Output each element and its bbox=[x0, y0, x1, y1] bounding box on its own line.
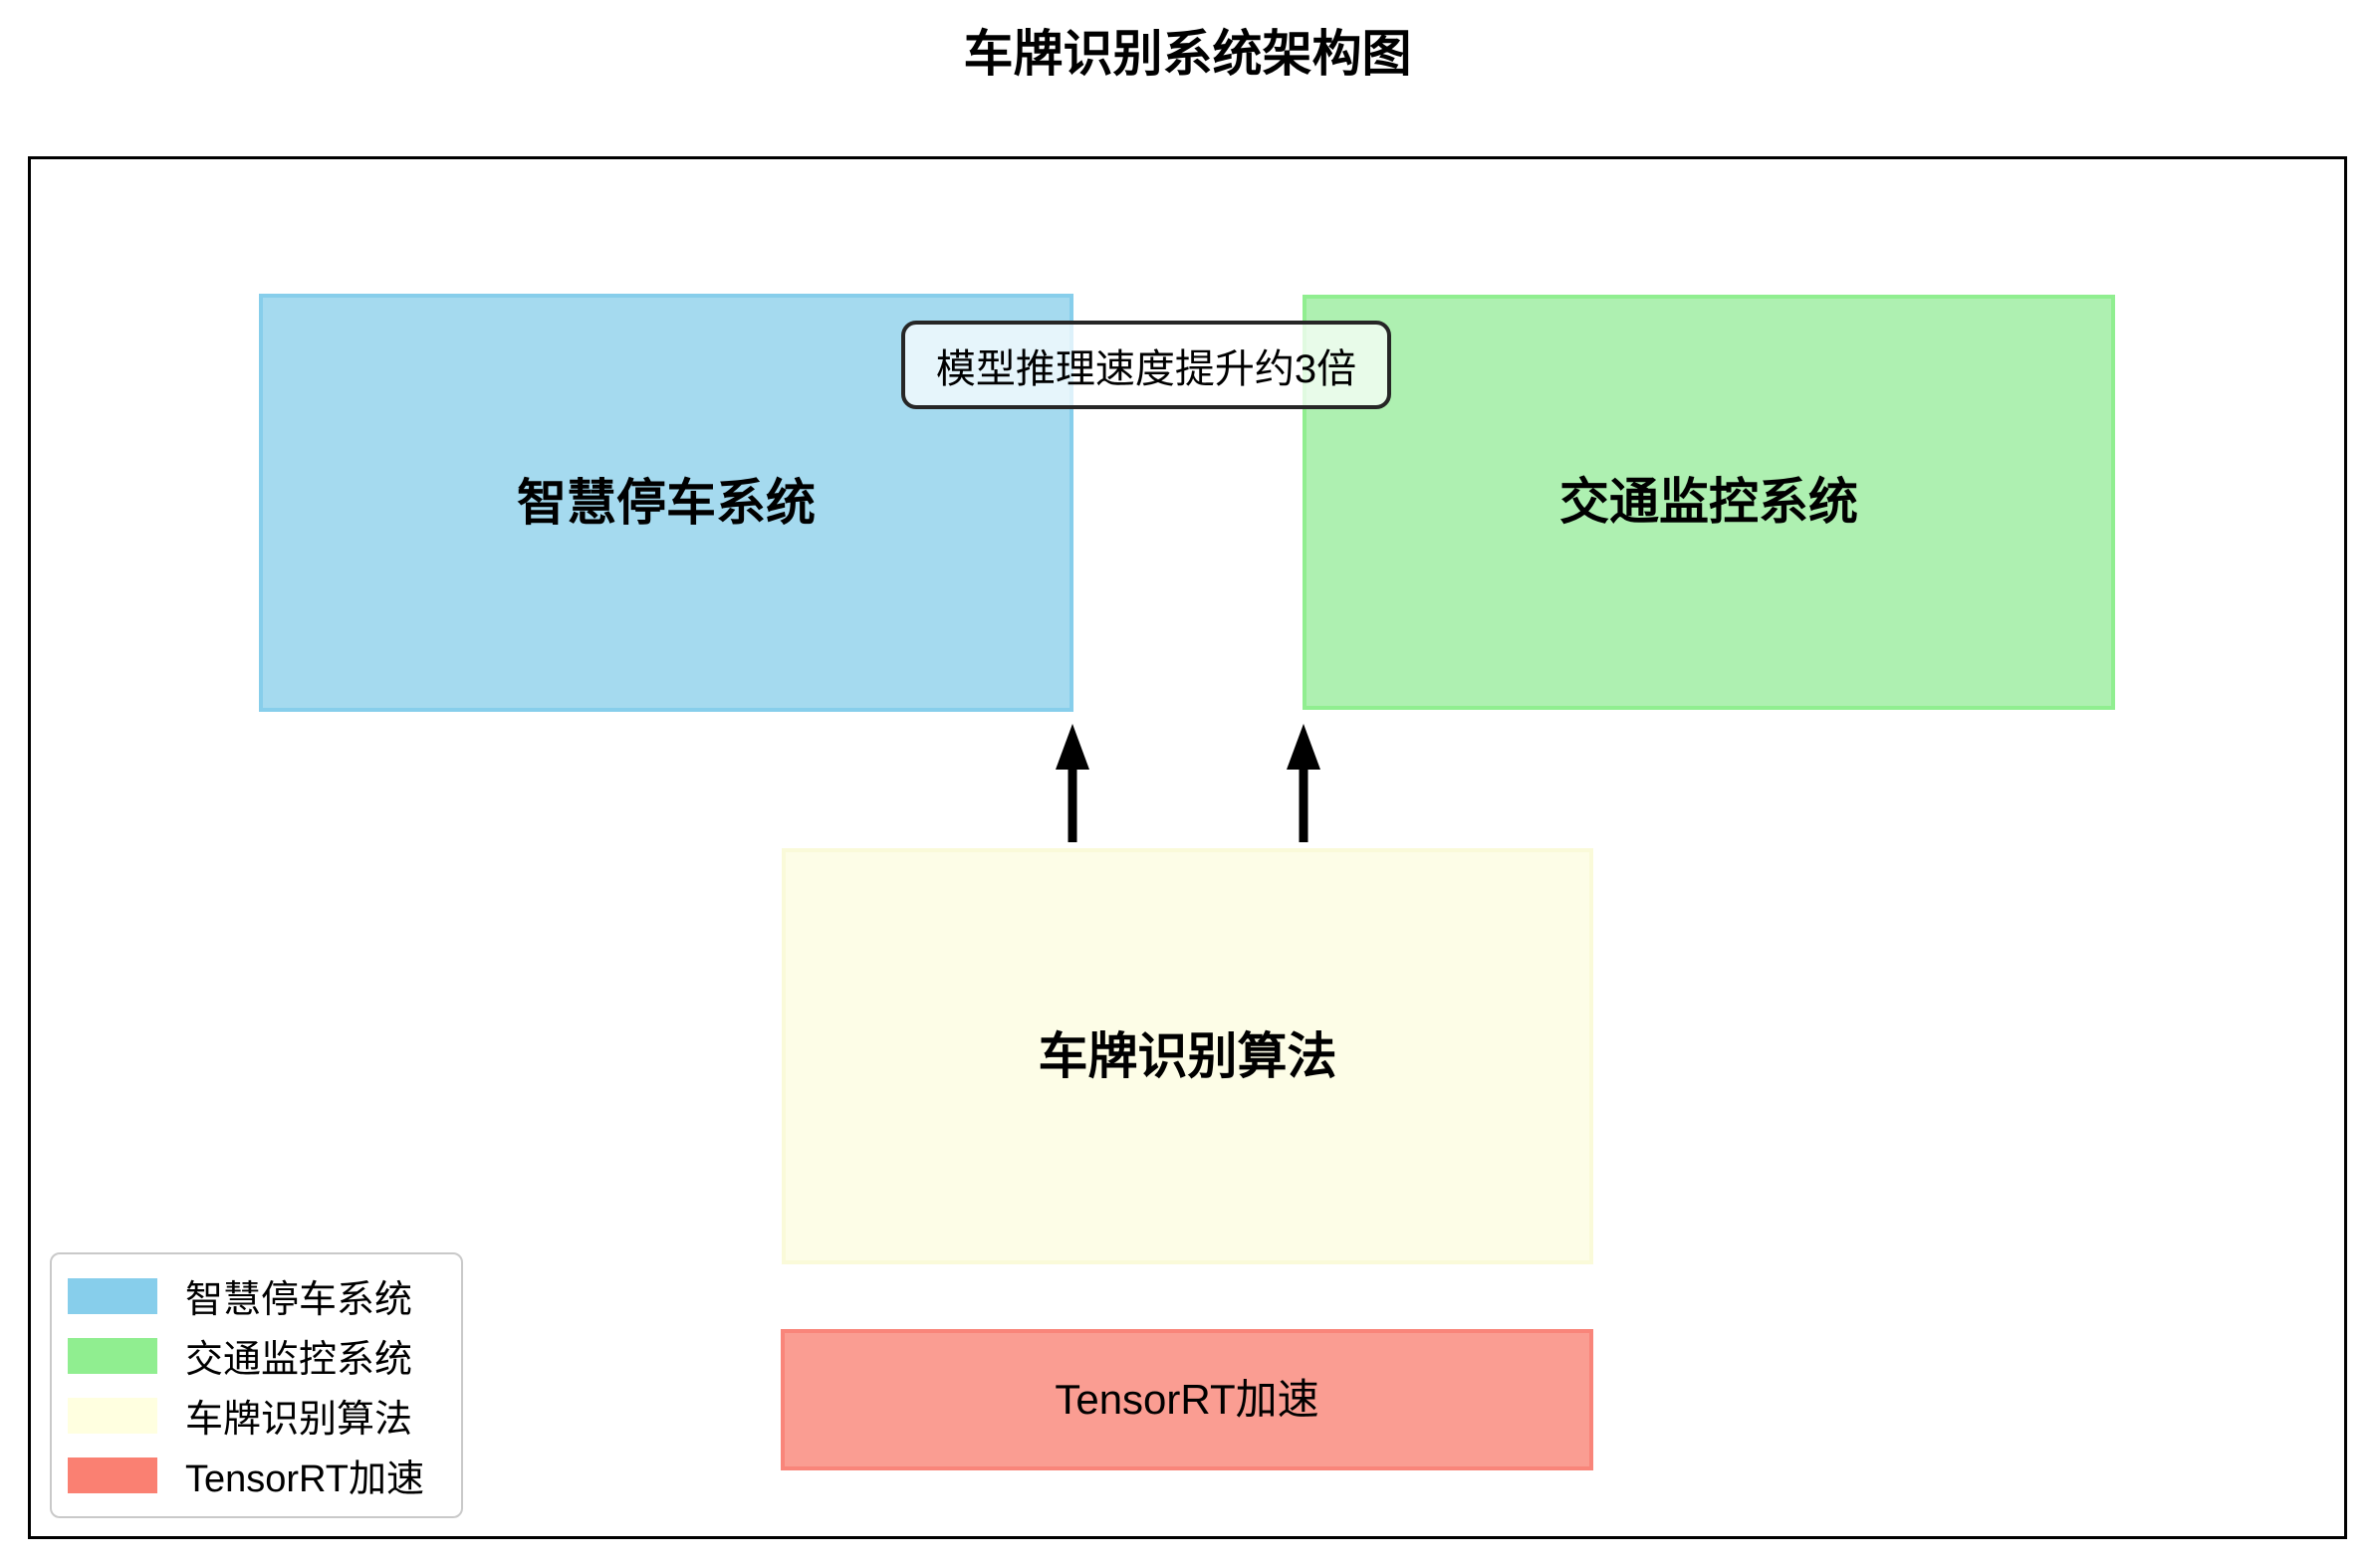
speedup-annotation-text: 模型推理速度提升约3倍 bbox=[935, 346, 1357, 391]
tensorrt-acceleration-label: TensorRT加速 bbox=[1055, 1375, 1319, 1423]
parking-system-label: 智慧停车系统 bbox=[517, 474, 816, 531]
legend-swatch-traffic bbox=[68, 1337, 157, 1374]
legend: 智慧停车系统 交通监控系统 车牌识别算法 TensorRT加速 bbox=[50, 1252, 463, 1518]
legend-swatch-algorithm bbox=[68, 1397, 157, 1434]
legend-item-tensorrt: TensorRT加速 bbox=[68, 1448, 445, 1502]
legend-swatch-parking bbox=[68, 1277, 157, 1314]
traffic-monitoring-label: 交通监控系统 bbox=[1559, 474, 1858, 530]
legend-item-algorithm: 车牌识别算法 bbox=[68, 1388, 445, 1443]
plate-recognition-algorithm-box: 车牌识别算法 bbox=[782, 848, 1593, 1264]
legend-item-parking: 智慧停车系统 bbox=[68, 1268, 445, 1323]
legend-item-traffic: 交通监控系统 bbox=[68, 1328, 445, 1383]
legend-label-tensorrt: TensorRT加速 bbox=[185, 1458, 425, 1500]
tensorrt-acceleration-box: TensorRT加速 bbox=[781, 1329, 1593, 1470]
legend-label-traffic: 交通监控系统 bbox=[185, 1339, 413, 1381]
legend-swatch-tensorrt bbox=[68, 1456, 157, 1493]
traffic-monitoring-box: 交通监控系统 bbox=[1303, 295, 2115, 710]
speedup-annotation-callout: 模型推理速度提升约3倍 bbox=[901, 321, 1391, 409]
legend-label-algorithm: 车牌识别算法 bbox=[185, 1399, 413, 1441]
legend-label-parking: 智慧停车系统 bbox=[185, 1279, 413, 1321]
plate-recognition-algorithm-label: 车牌识别算法 bbox=[1038, 1027, 1337, 1084]
page-title: 车牌识别系统架构图 bbox=[963, 26, 1412, 82]
